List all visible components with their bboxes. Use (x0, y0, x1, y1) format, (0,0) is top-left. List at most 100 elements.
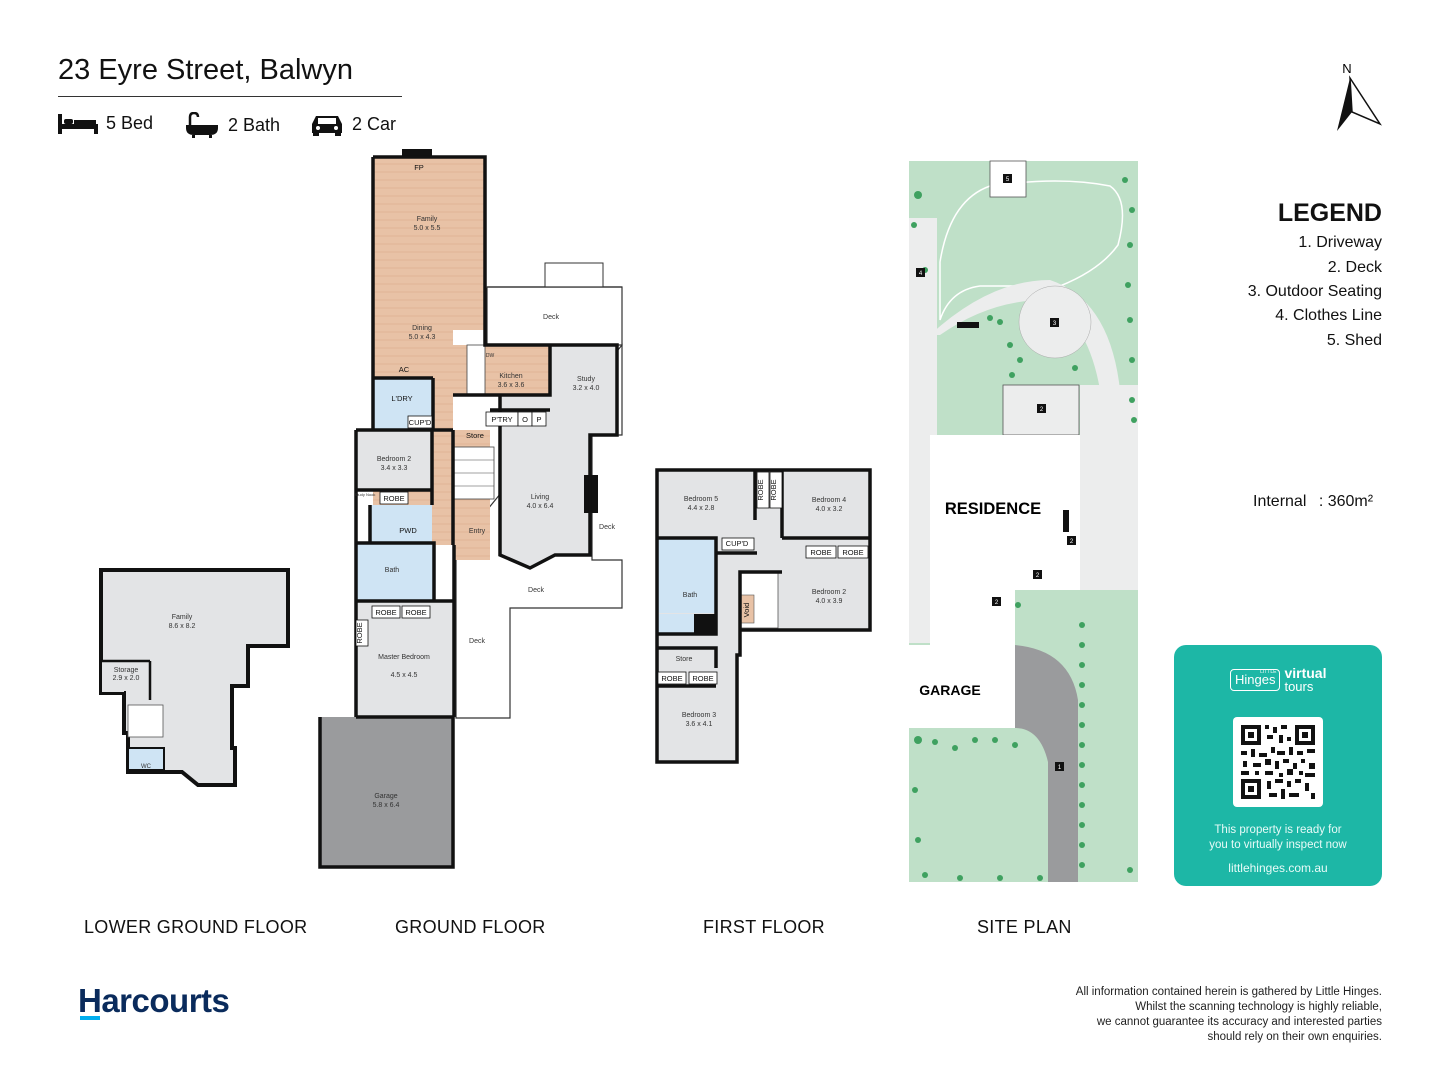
site-plan: RESIDENCE GARAGE 1 2 2 2 2 3 4 5 (909, 160, 1138, 882)
virtual-tour-message-line-2: you to virtually inspect now (1209, 839, 1347, 851)
logo-little: LITTLE (1260, 669, 1277, 675)
site-marker-1: 1 (1058, 765, 1062, 771)
room-master-bedroom-size: 4.5 x 4.5 (391, 672, 418, 679)
bath-feature: 2 Bath (184, 112, 280, 138)
site-marker-4: 4 (919, 271, 923, 277)
tag-fp: FP (414, 163, 424, 172)
legend-item-driveway: 1. Driveway (1298, 234, 1382, 251)
room-lg-family: Family (172, 614, 193, 621)
first-floor-plan: Bedroom 5 4.4 x 2.8 Bedroom 4 4.0 x 3.2 … (655, 468, 872, 764)
qr-code-icon (1241, 725, 1315, 799)
car-feature: 2 Car (310, 112, 396, 136)
site-marker-3: 3 (1053, 321, 1057, 327)
room-lg-family-size: 8.6 x 8.2 (169, 623, 196, 630)
room-study-size: 3.2 x 4.0 (573, 385, 600, 392)
room-lg-storage: Storage (114, 667, 139, 674)
tag-ff-robe-3: ROBE (810, 548, 831, 557)
north-arrow: N (1337, 61, 1382, 131)
room-bedroom-2-size: 3.4 x 3.3 (381, 465, 408, 472)
tag-robe-master-2: ROBE (405, 608, 426, 617)
room-living-size: 4.0 x 6.4 (527, 503, 554, 510)
car-count: 2 Car (352, 113, 397, 134)
tag-robe-master-1: ROBE (375, 608, 396, 617)
virtual-tour-message-line-1: This property is ready for (1214, 824, 1342, 836)
room-deck-east: Deck (599, 524, 615, 531)
tag-o: O (522, 415, 528, 424)
tag-pwd: PWD (399, 526, 417, 535)
room-study: Study (577, 376, 595, 383)
legend-item-shed: 5. Shed (1326, 332, 1382, 349)
lower-ground-floor-plan: Family 8.6 x 8.2 Storage 2.9 x 2.0 WC (99, 568, 290, 787)
room-garage-size: 5.8 x 6.4 (373, 802, 400, 809)
room-living: Living (531, 494, 549, 501)
caption-site-plan: SITE PLAN (977, 917, 1072, 937)
tag-ff-robe-1: ROBE (756, 479, 765, 500)
tag-store: Store (466, 431, 484, 440)
legend-title: LEGEND (1277, 199, 1382, 227)
bath-icon (186, 112, 218, 138)
disclaimer-line-4: should rely on their own enquiries. (1207, 1031, 1382, 1043)
room-kitchen-size: 3.6 x 3.6 (498, 382, 525, 389)
internal-area: Internal : 360m² (1253, 493, 1373, 511)
caption-lower-ground-floor: LOWER GROUND FLOOR (84, 917, 308, 937)
tag-pantry: P'TRY (491, 415, 512, 424)
logo-virtual: virtual (1284, 665, 1327, 681)
tag-ac: AC (399, 365, 410, 374)
caption-ground-floor: GROUND FLOOR (395, 917, 546, 937)
room-garage: Garage (374, 793, 397, 800)
site-marker-2c: 2 (1036, 573, 1040, 579)
tag-ff-robe-5: ROBE (661, 674, 682, 683)
tag-ff-cupd: CUP'D (726, 539, 749, 548)
room-bath: Bath (385, 567, 400, 574)
tag-study-nook: Study Nook (355, 492, 376, 497)
room-lg-storage-size: 2.9 x 2.0 (113, 675, 140, 682)
qr-code[interactable] (1233, 717, 1323, 807)
room-bedroom-3: Bedroom 3 (682, 712, 716, 719)
logo-hinges: Hinges (1235, 672, 1276, 687)
virtual-tour-card[interactable]: LITTLE Hinges virtual tours (1174, 645, 1382, 886)
room-lg-wc: WC (141, 764, 152, 770)
logo-tours: tours (1284, 679, 1314, 694)
little-hinges-logo: LITTLE Hinges virtual tours (1230, 665, 1327, 694)
internal-area-label: Internal (1253, 493, 1307, 510)
room-master-bedroom: Master Bedroom (378, 654, 430, 661)
virtual-tour-message: This property is ready for you to virtua… (1174, 823, 1382, 853)
tag-ff-robe-4: ROBE (842, 548, 863, 557)
caption-first-floor: FIRST FLOOR (703, 917, 825, 937)
north-label: N (1342, 61, 1351, 76)
harcourts-logo-accent (80, 1016, 100, 1020)
room-ff-bedroom-2: Bedroom 2 (812, 589, 846, 596)
room-dining: Dining (412, 325, 432, 332)
room-kitchen: Kitchen (499, 373, 522, 380)
site-marker-5: 5 (1006, 177, 1010, 183)
bed-feature: 5 Bed (58, 112, 153, 134)
room-bedroom-2: Bedroom 2 (377, 456, 411, 463)
room-deck-south: Deck (528, 587, 544, 594)
property-address: 23 Eyre Street, Balwyn (58, 54, 353, 86)
room-bedroom-5: Bedroom 5 (684, 496, 718, 503)
room-family-size: 5.0 x 5.5 (414, 225, 441, 232)
disclaimer-line-2: Whilst the scanning technology is highly… (1135, 1001, 1382, 1013)
tag-cupd: CUP'D (409, 418, 432, 427)
room-dining-size: 5.0 x 4.3 (409, 334, 436, 341)
legend-item-deck: 2. Deck (1327, 259, 1382, 276)
site-marker-2a: 2 (1040, 407, 1044, 413)
room-deck-west: Deck (469, 638, 485, 645)
harcourts-logo: Harcourts (78, 982, 230, 1019)
room-ff-bath: Bath (683, 592, 698, 599)
tag-robe-bed2: ROBE (383, 494, 404, 503)
room-family: Family (417, 216, 438, 223)
room-ff-bedroom-2-size: 4.0 x 3.9 (816, 598, 843, 605)
room-entry: Entry (469, 528, 486, 535)
room-ff-store: Store (676, 656, 693, 663)
bed-icon (58, 114, 98, 134)
disclaimer-line-1: All information contained herein is gath… (1075, 986, 1382, 998)
room-bedroom-4-size: 4.0 x 3.2 (816, 506, 843, 513)
virtual-tour-link[interactable]: littlehinges.com.au (1228, 861, 1328, 875)
tag-ff-robe-2: ROBE (769, 479, 778, 500)
room-bedroom-3-size: 3.6 x 4.1 (686, 721, 713, 728)
tag-ff-robe-6: ROBE (692, 674, 713, 683)
title-divider (58, 96, 402, 97)
tag-dw: DW (486, 353, 495, 359)
